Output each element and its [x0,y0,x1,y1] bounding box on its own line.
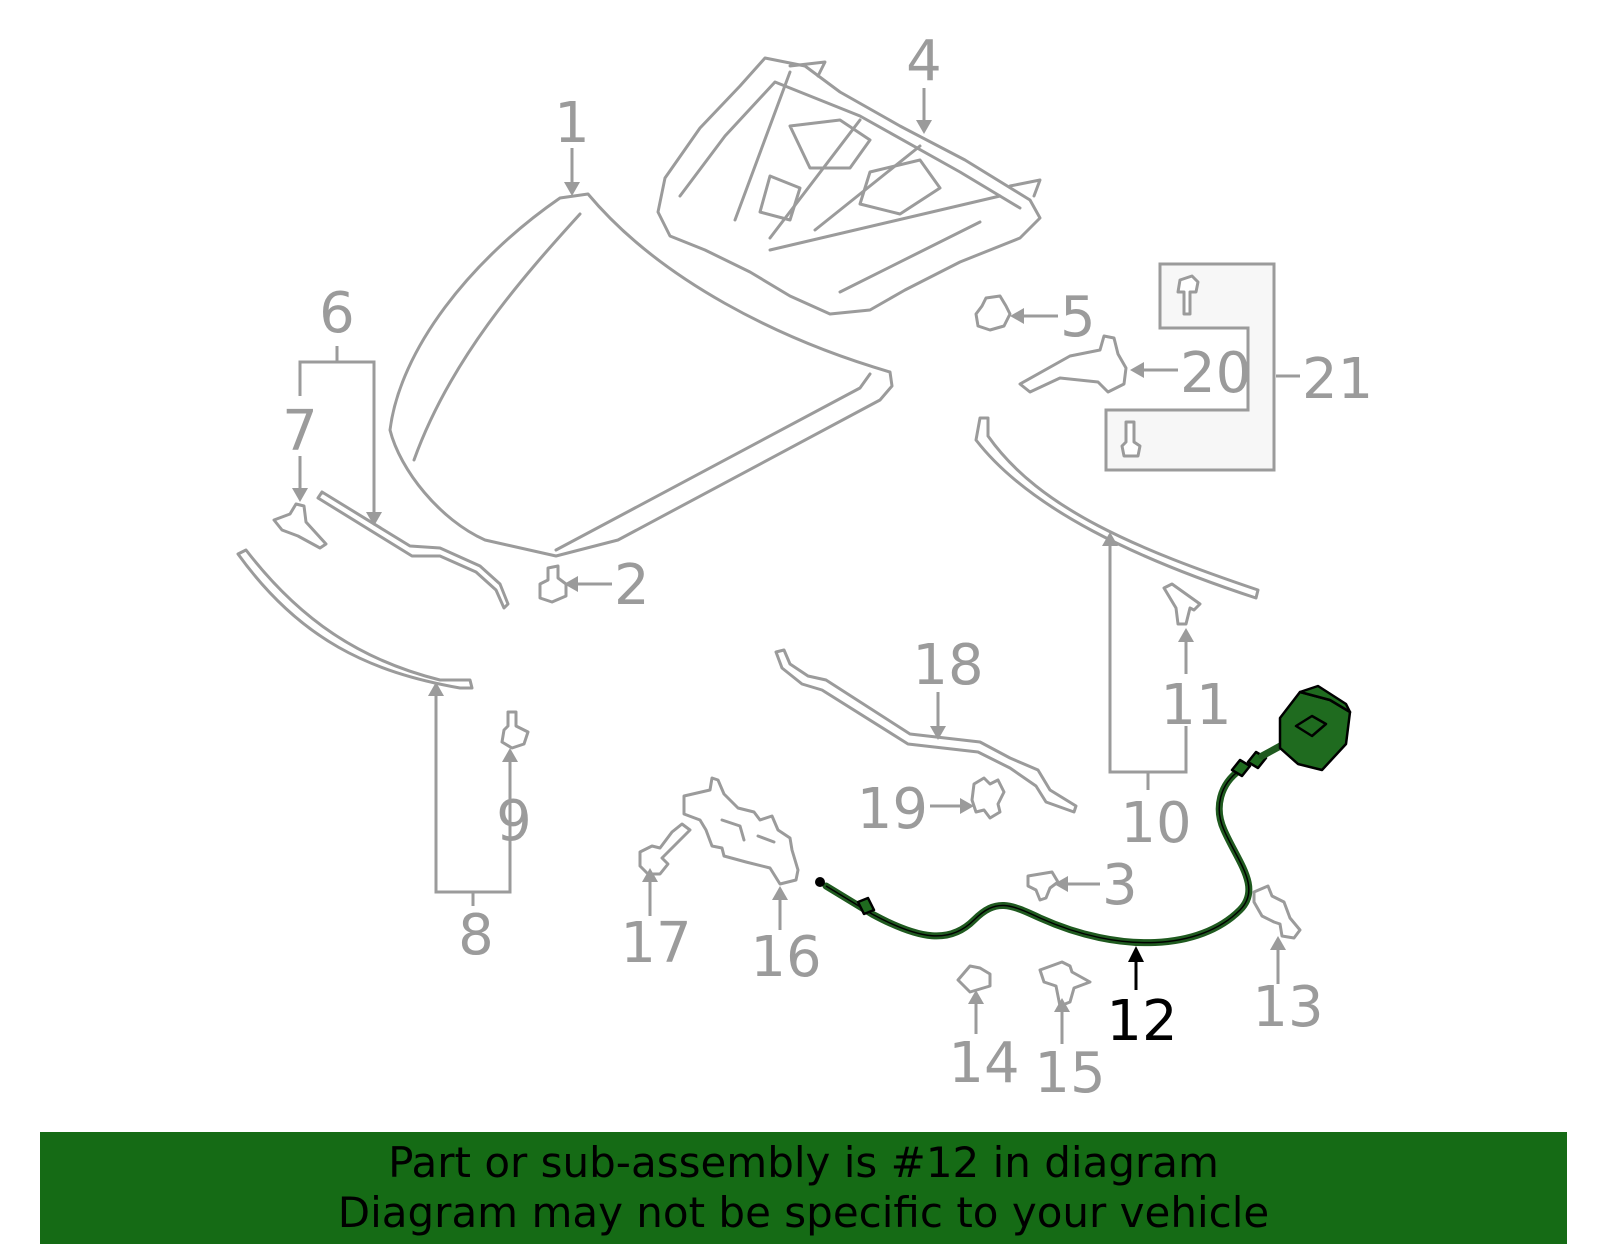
callout-4: 4 [906,29,942,94]
part-1-hood [388,192,894,558]
callout-13: 13 [1252,975,1323,1040]
part-19-clip [970,776,1006,820]
callout-15: 15 [1034,1041,1105,1106]
callout-12-selected: 12 [1106,989,1177,1054]
part-3-pin [1026,870,1060,902]
part-4-hood-insulator [656,56,1042,316]
part-8-seal [236,548,474,690]
callout-11: 11 [1160,673,1231,738]
callout-1: 1 [554,91,590,156]
callout-14: 14 [948,1031,1019,1096]
part-20-hinge [1018,334,1128,394]
callout-10: 10 [1120,791,1191,856]
part-6-seal [316,490,510,610]
callout-labels: 1 4 6 7 2 5 20 21 18 11 9 19 10 3 8 17 1… [282,29,1373,1106]
part-21-hinge-kit [1104,262,1276,472]
leader-lines [292,88,1300,1044]
part-12-release-cable [815,684,1352,947]
part-14-clip [956,964,992,994]
part-15-clip [1038,960,1092,1008]
callout-6: 6 [319,281,355,346]
callout-2: 2 [614,553,650,618]
banner-line-part-number: Part or sub-assembly is #12 in diagram [388,1138,1219,1187]
callout-18: 18 [912,633,983,698]
callout-19: 19 [857,777,928,842]
banner-line-disclaimer: Diagram may not be specific to your vehi… [337,1188,1270,1237]
part-info-banner: Part or sub-assembly is #12 in diagram D… [40,1132,1567,1244]
part-13-clip [1252,884,1302,940]
callout-16: 16 [750,925,821,990]
callout-8: 8 [458,903,494,968]
callout-5: 5 [1060,285,1096,350]
callout-17: 17 [620,911,691,976]
part-2-bumper [538,564,568,604]
part-17-bolt [638,822,692,876]
callout-21: 21 [1302,347,1373,412]
callout-7: 7 [282,399,318,464]
callout-9: 9 [496,789,532,854]
part-11-clip [1162,582,1202,626]
part-5-cushion [974,294,1012,332]
part-16-latch [682,776,800,886]
part-9-pin [500,710,530,750]
part-10-weatherstrip [974,416,1260,600]
part-7-clip [272,502,328,550]
callout-20: 20 [1180,341,1251,406]
part-18-prop-rod [774,648,1078,814]
callout-3: 3 [1102,853,1138,918]
